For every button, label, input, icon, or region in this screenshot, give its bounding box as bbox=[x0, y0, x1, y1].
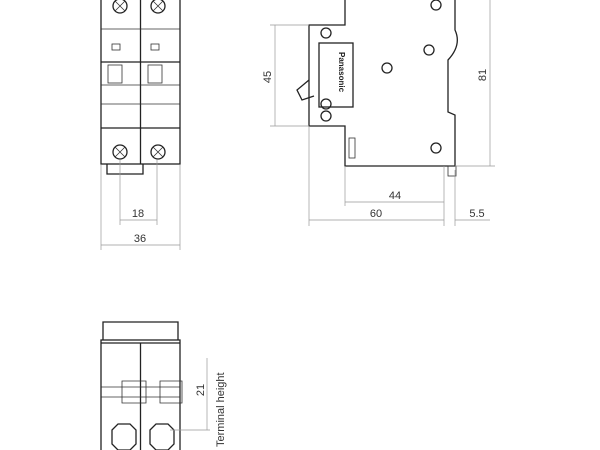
dim-width: 36 bbox=[134, 233, 146, 245]
brand-logo: Panasonic bbox=[337, 52, 346, 93]
screw-icon bbox=[112, 144, 128, 160]
screw-icon bbox=[150, 0, 166, 14]
dim-depth: 60 bbox=[370, 208, 382, 220]
screw-icon bbox=[150, 144, 166, 160]
dim-front-height: 45 bbox=[262, 71, 274, 83]
front-view: 18 36 bbox=[100, 0, 181, 250]
screw-icon bbox=[112, 0, 128, 14]
side-view: Panasonic 45 81 44 60 5.5 bbox=[262, 0, 495, 226]
dim-depth-inner: 44 bbox=[389, 190, 401, 202]
dim-pitch: 18 bbox=[132, 208, 144, 220]
dim-terminal: 21 bbox=[195, 384, 207, 396]
bottom-view: 21 Terminal height bbox=[100, 321, 227, 450]
dim-total-height: 81 bbox=[477, 69, 489, 81]
terminal-height-label: Terminal height bbox=[215, 372, 227, 447]
dim-rail-offset: 5.5 bbox=[469, 208, 484, 220]
